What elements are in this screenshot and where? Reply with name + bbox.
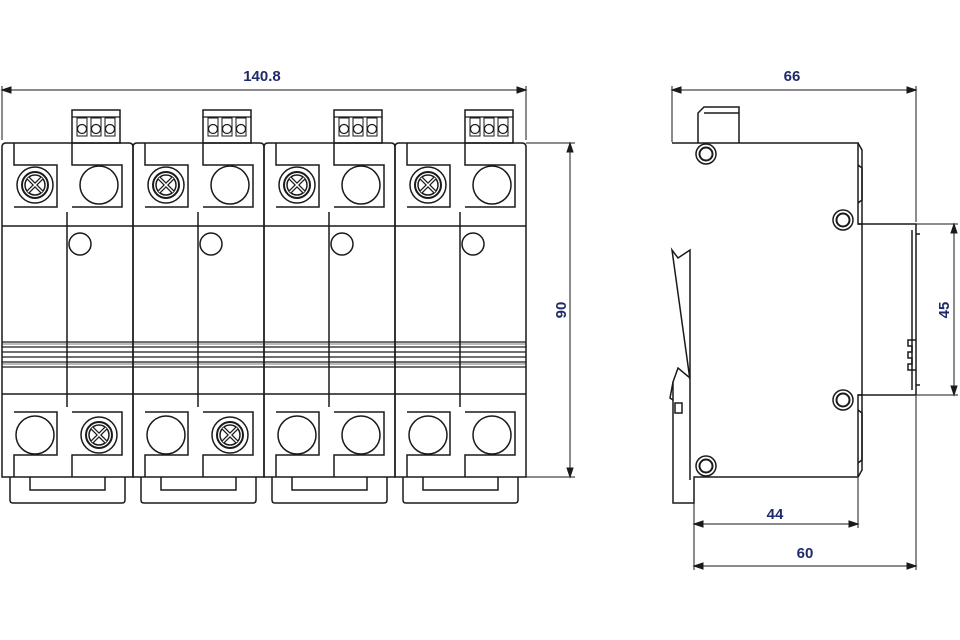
side-screw-icon: [695, 455, 717, 477]
side-view-screws: [695, 143, 854, 477]
dimension-depth-60: [692, 396, 918, 570]
terminal-screw-icon: [278, 166, 316, 204]
side-screw-icon: [832, 209, 854, 231]
terminal-block: [202, 109, 252, 144]
pole-2: [132, 109, 265, 504]
side-view: [669, 106, 920, 504]
indicator-window: [461, 232, 485, 256]
side-screw-icon: [695, 143, 717, 165]
dimension-rail-slot: [916, 222, 958, 397]
dimension-depth-44: [692, 478, 860, 570]
terminal-opening: [146, 415, 186, 455]
dimension-overall-width: [0, 86, 528, 140]
terminal-block: [333, 109, 383, 144]
terminal-opening: [472, 165, 512, 205]
din-clip: [140, 477, 257, 504]
terminal-opening: [210, 165, 250, 205]
dimension-depth-60-label: 60: [797, 545, 814, 562]
side-screw-icon: [832, 389, 854, 411]
terminal-opening: [341, 165, 381, 205]
pole-3: [263, 109, 396, 504]
terminal-opening: [341, 415, 381, 455]
din-clip: [271, 477, 388, 504]
terminal-opening: [472, 415, 512, 455]
terminal-opening: [408, 415, 448, 455]
dimension-depth-44-label: 44: [767, 506, 784, 523]
terminal-screw-icon: [16, 166, 54, 204]
dimension-side-depth-top-label: 66: [784, 68, 801, 85]
dimension-rail-slot-label: 45: [936, 302, 953, 319]
terminal-screw-icon: [80, 416, 118, 454]
dimension-height-label: 90: [553, 302, 570, 319]
terminal-screw-icon: [147, 166, 185, 204]
terminal-opening: [79, 165, 119, 205]
dimension-side-depth-top: [670, 86, 918, 222]
pole-1: [1, 109, 134, 504]
indicator-window: [199, 232, 223, 256]
indicator-window: [68, 232, 92, 256]
terminal-screw-icon: [409, 166, 447, 204]
terminal-block: [464, 109, 514, 144]
front-view: [1, 109, 527, 504]
dimension-overall-width-label: 140.8: [243, 68, 281, 85]
pole-4: [394, 109, 527, 504]
pole-body: [394, 142, 527, 478]
indicator-window: [330, 232, 354, 256]
terminal-screw-icon: [211, 416, 249, 454]
terminal-block: [71, 109, 121, 144]
terminal-opening: [15, 415, 55, 455]
dimension-height: [526, 141, 575, 479]
terminal-opening: [277, 415, 317, 455]
din-clip: [402, 477, 519, 504]
din-clip: [9, 477, 126, 504]
